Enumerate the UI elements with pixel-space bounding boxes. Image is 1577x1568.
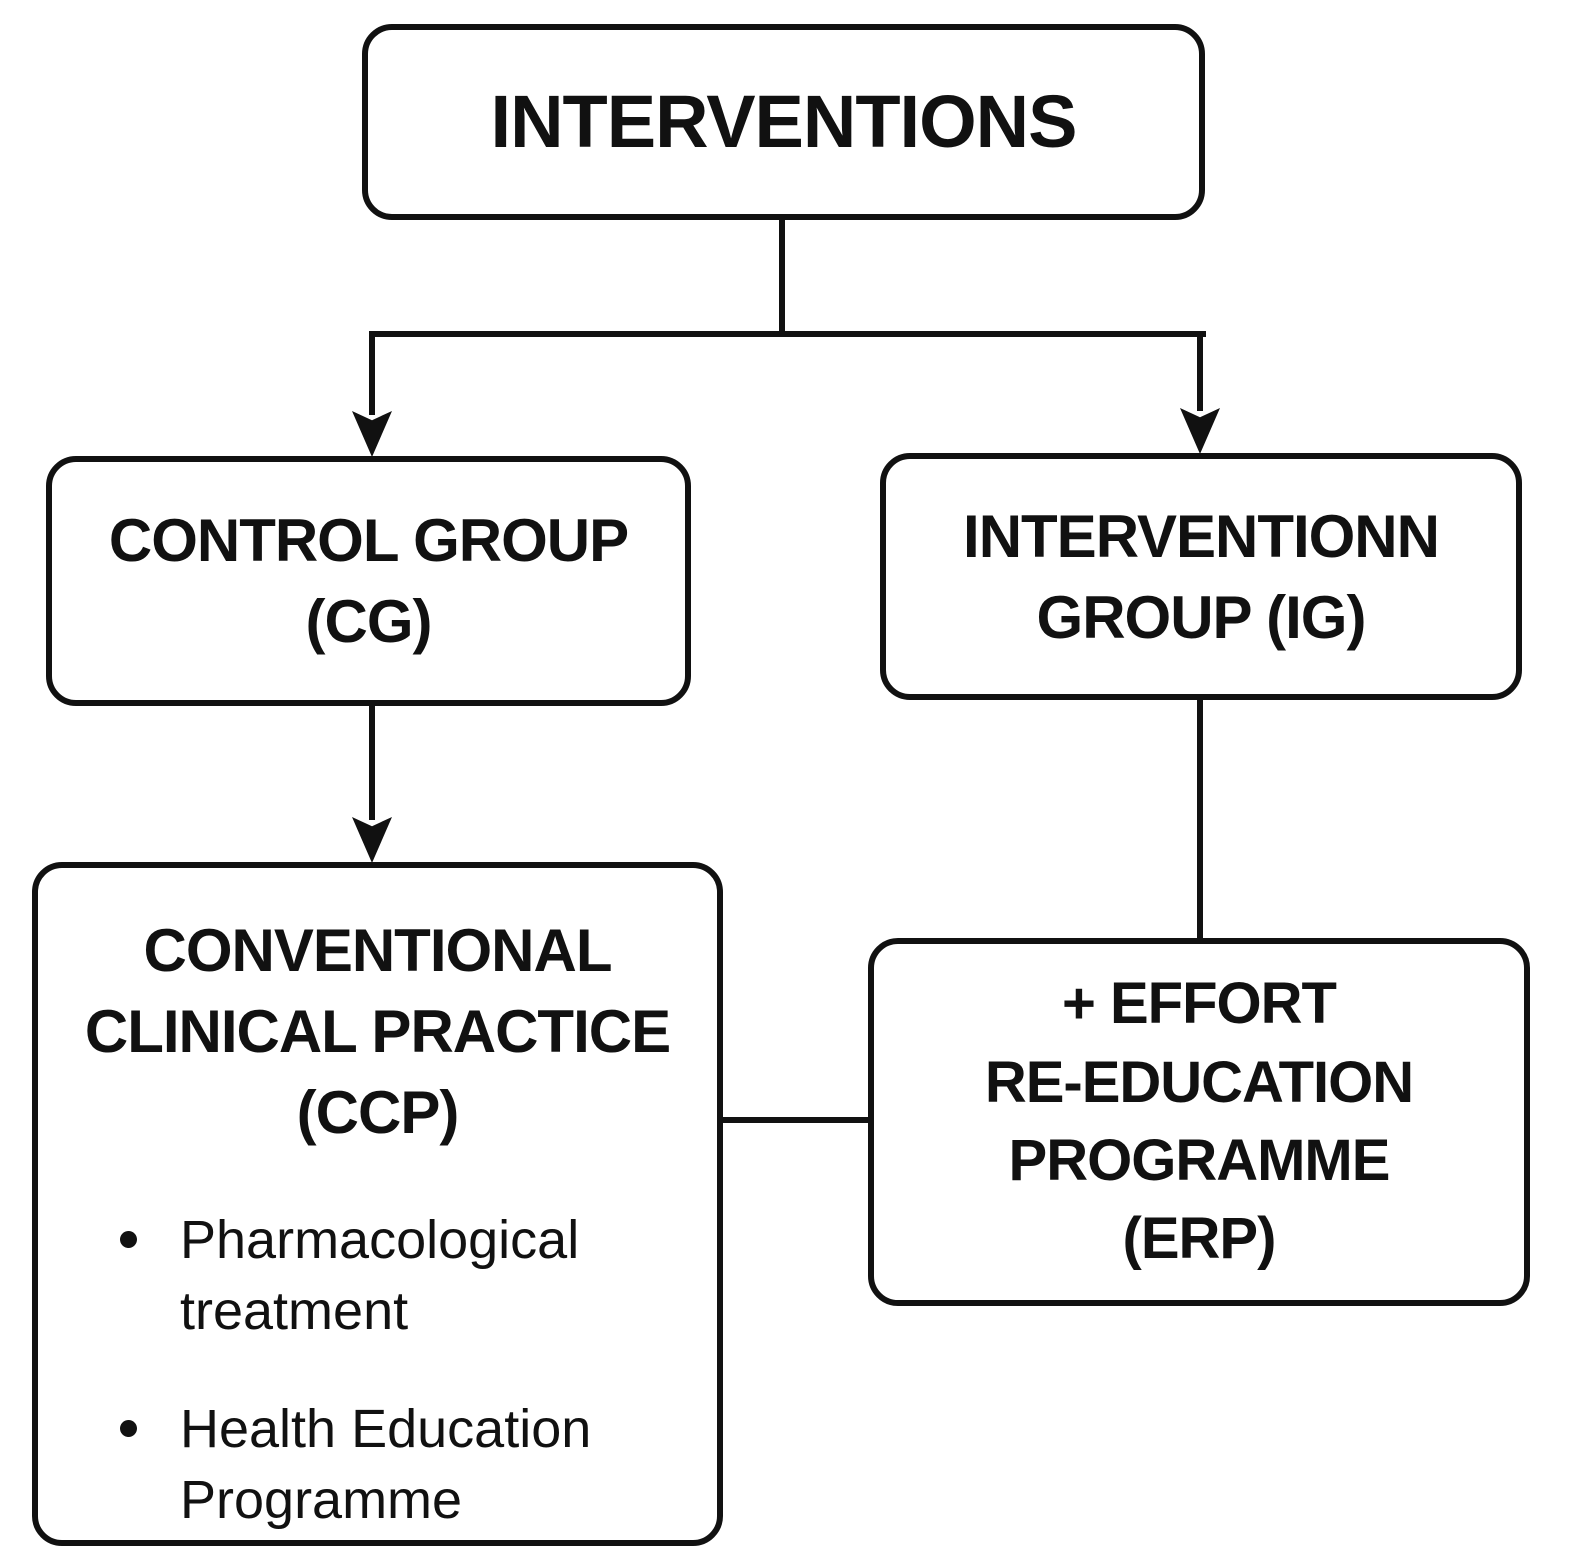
connector-drop-to-intervention-group <box>1197 331 1203 411</box>
connector-interventions-down <box>779 220 785 335</box>
arrowhead-down-icon <box>1180 408 1220 454</box>
erp-node: + EFFORT RE-EDUCATION PROGRAMME (ERP) <box>868 938 1530 1306</box>
ccp-title: CONVENTIONAL CLINICAL PRACTICE (CCP) <box>84 917 671 1146</box>
connector-branch-horizontal <box>369 331 1206 337</box>
bullet-text: Health Education Programme <box>180 1398 592 1530</box>
erp-label: + EFFORT RE-EDUCATION PROGRAMME (ERP) <box>984 971 1414 1272</box>
connector-intervention-group-to-erp <box>1197 698 1203 941</box>
arrowhead-down-icon <box>352 817 392 863</box>
ccp-node: CONVENTIONAL CLINICAL PRACTICE (CCP) Pha… <box>32 862 723 1546</box>
bullet-icon <box>120 1231 137 1248</box>
bullet-text: Pharmacological treatment <box>180 1210 580 1342</box>
intervention-group-label: INTERVENTIONN GROUP (IG) <box>963 502 1440 651</box>
list-item: Health Education Programme <box>102 1394 660 1537</box>
arrowhead-down-icon <box>352 411 392 457</box>
control-group-node: CONTROL GROUP (CG) <box>46 456 691 706</box>
interventions-node: INTERVENTIONS <box>362 24 1205 220</box>
control-group-label: CONTROL GROUP (CG) <box>108 507 629 655</box>
intervention-group-node: INTERVENTIONN GROUP (IG) <box>880 453 1522 700</box>
ccp-bullet-list: Pharmacological treatment Health Educati… <box>74 1205 660 1568</box>
connector-ccp-to-erp <box>722 1117 871 1123</box>
connector-control-group-to-ccp <box>369 704 375 820</box>
interventions-label: INTERVENTIONS <box>490 79 1078 163</box>
list-item: Pharmacological treatment <box>102 1205 660 1348</box>
connector-drop-to-control-group <box>369 331 375 415</box>
bullet-icon <box>120 1419 137 1437</box>
